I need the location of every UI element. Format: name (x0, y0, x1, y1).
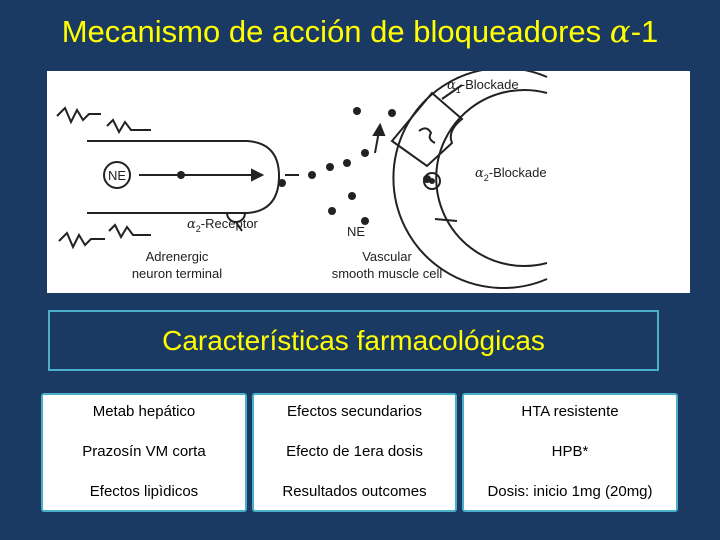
diagram-svg: NE α1-Bloc (56, 71, 548, 289)
impulse-zigzag-bottom2 (108, 223, 151, 240)
alpha2-receptor-symbol: α (187, 217, 196, 232)
alpha2-block-symbol: α (475, 166, 484, 181)
neuron-label-line2: neuron terminal (132, 266, 222, 281)
ne-up-arrowhead (372, 122, 386, 136)
alpha1-blockade-label: α1-Blockade (447, 77, 519, 95)
alpha2-block-text: -Blockade (489, 165, 547, 180)
info-box-indications: HTA resistente HPB* Dosis: inicio 1mg (2… (462, 393, 678, 512)
info-box-line: HTA resistente (521, 403, 619, 420)
ne-dot (361, 217, 369, 225)
ne-label: NE (347, 224, 365, 239)
alpha2-blockade-core (429, 178, 435, 184)
blockade2-divider (434, 218, 458, 222)
impulse-zigzag-mid (106, 118, 151, 135)
info-box-line: Resultados outcomes (282, 483, 427, 500)
ne-dot (388, 109, 396, 117)
alpha2-blockade-site (423, 172, 441, 190)
alpha2-receptor-sub: 2 (196, 224, 201, 234)
alpha1-label-line (441, 84, 463, 100)
info-box-side-effects: Efectos secundarios Efecto de 1era dosis… (252, 393, 457, 512)
title-alpha-symbol: α (609, 14, 631, 50)
neuron-label-line1: Adrenergic (146, 249, 209, 264)
mechanism-diagram: NE α1-Bloc (47, 71, 690, 293)
info-box-line: Metab hepático (92, 403, 196, 420)
info-box-line: Efectos secundarios (286, 403, 423, 420)
info-box-line: HPB* (551, 443, 589, 460)
section-heading: Características farmacológicas (48, 310, 659, 371)
info-box-line: Prazosín VM corta (82, 443, 206, 460)
ne-dot (343, 159, 351, 167)
muscle-cell-membrane-outer (392, 71, 548, 289)
alpha2-receptor-label: α2-Receptor (187, 216, 259, 234)
ne-circle-label: NE (108, 168, 126, 183)
ne-dot (308, 171, 316, 179)
alpha1-receptor-notch (418, 127, 436, 144)
ne-dot (353, 107, 361, 115)
ne-dot (328, 207, 336, 215)
alpha1-symbol: α (447, 78, 456, 93)
alpha1-receptor-block (390, 91, 464, 168)
alpha2-blockade-label: α2-Blockade (475, 165, 547, 183)
ne-dot (361, 149, 369, 157)
info-box-line: Efecto de 1era dosis (286, 443, 423, 460)
alpha2-receptor-text: -Receptor (201, 216, 259, 231)
receptor-label-line (235, 221, 243, 232)
info-box-line: Dosis: inicio 1mg (20mg) (487, 483, 653, 500)
ne-dot (278, 179, 286, 187)
title-text: Mecanismo de acción de bloqueadores (61, 14, 610, 49)
alpha1-text: -Blockade (461, 77, 519, 92)
alpha2-block-sub: 2 (484, 173, 489, 183)
impulse-zigzag-bottom (58, 231, 105, 250)
ne-dot (326, 163, 334, 171)
neuron-terminal-membrane (87, 140, 281, 214)
info-box-metabolism: Metab hepático Prazosín VM corta Efectos… (41, 393, 247, 512)
ne-circle (103, 161, 131, 189)
ne-dot (348, 192, 356, 200)
info-box-line: Efectos lipìdicos (89, 483, 199, 500)
muscle-label-line1: Vascular (362, 249, 412, 264)
ne-dot (177, 171, 185, 179)
slide-title: Mecanismo de acción de bloqueadores α-1 (0, 14, 720, 50)
title-suffix: -1 (630, 14, 659, 49)
impulse-arrowhead (251, 168, 265, 182)
alpha1-sub: 1 (456, 85, 461, 95)
muscle-cell-membrane-inner (435, 89, 548, 267)
impulse-zigzag-top (56, 106, 101, 125)
muscle-label-line2: smooth muscle cell (332, 266, 443, 281)
